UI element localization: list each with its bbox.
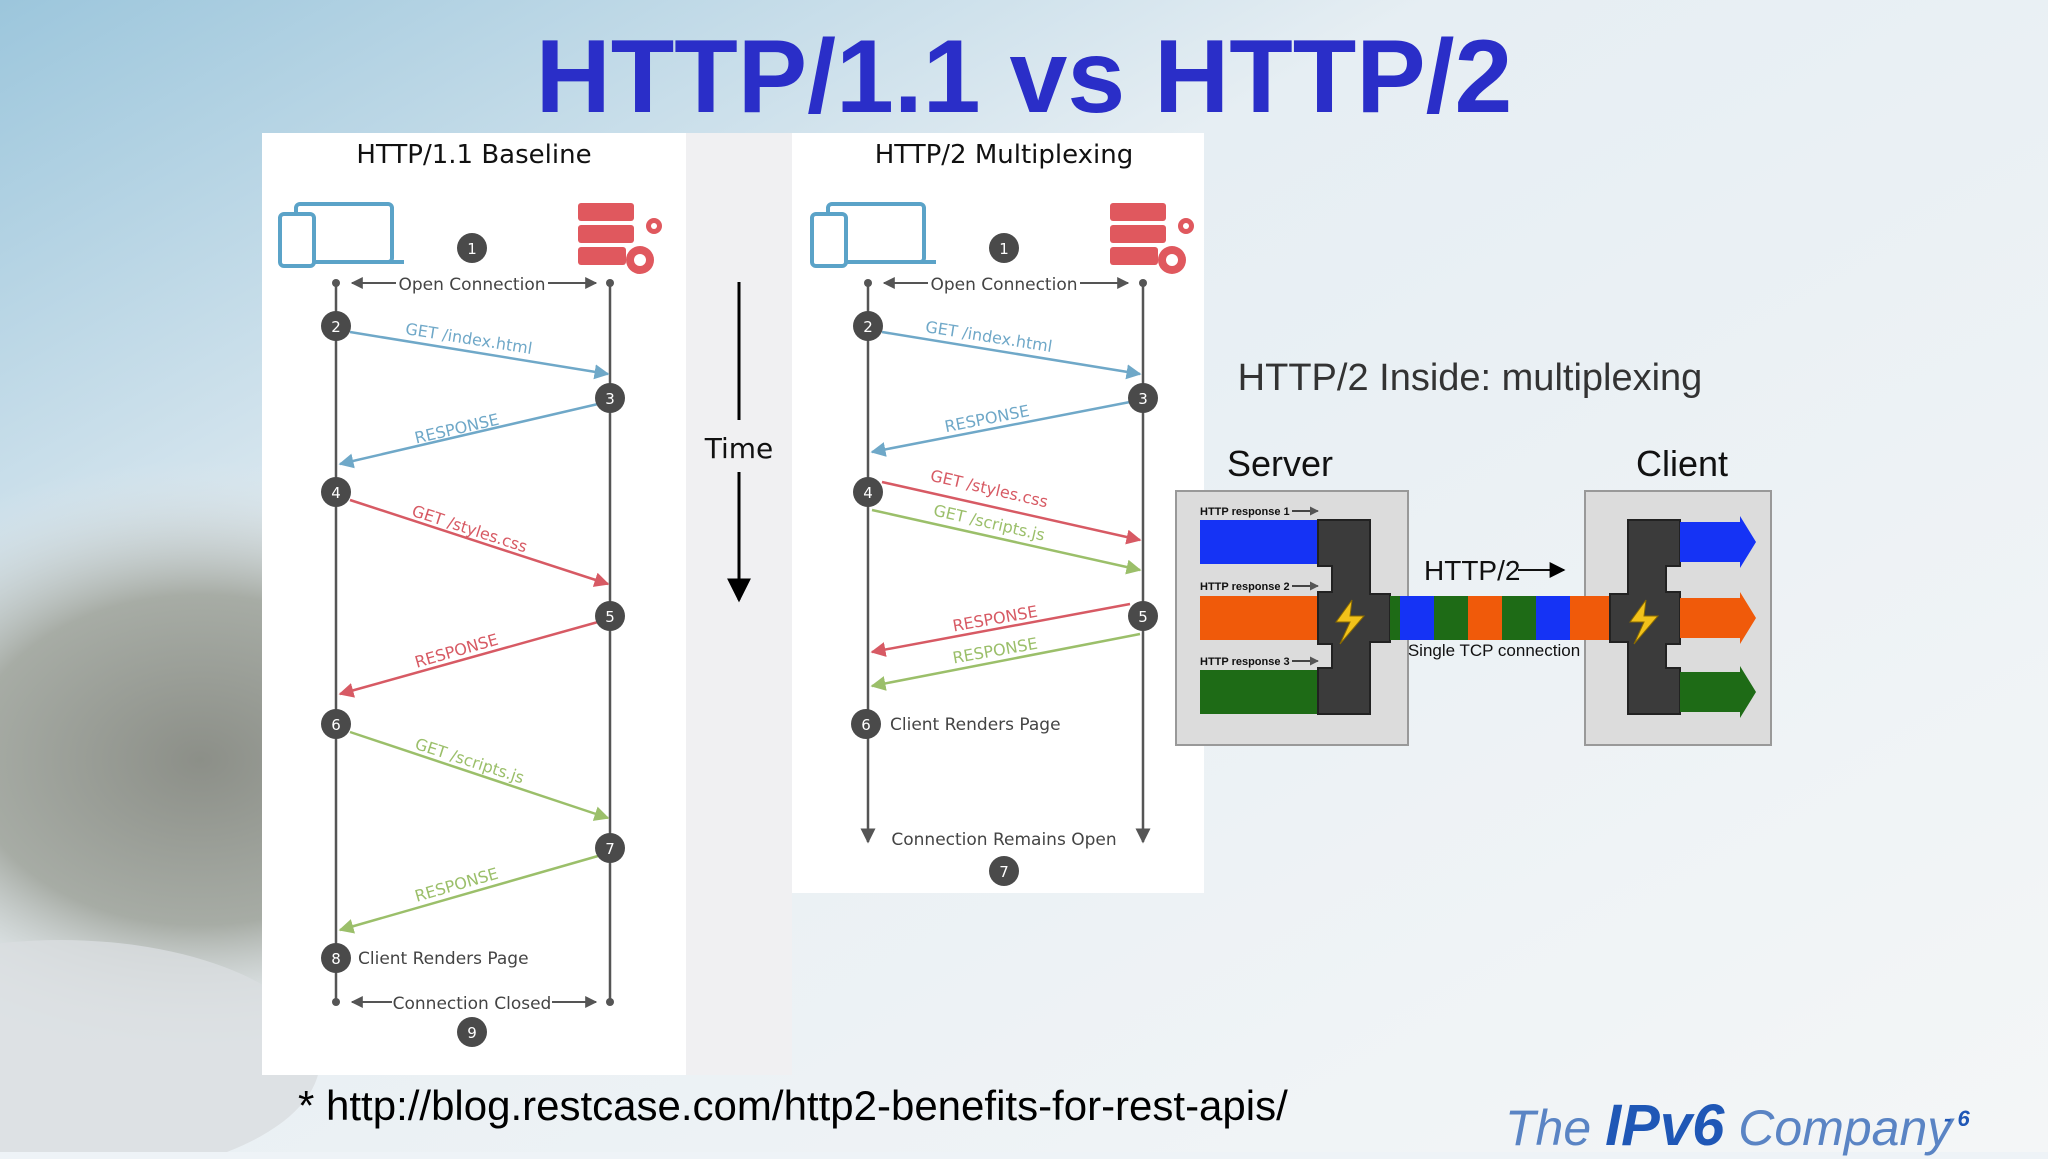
source-link[interactable]: * http://blog.restcase.com/http2-benefit… — [298, 1082, 1288, 1129]
laptop-phone-icon — [810, 202, 936, 268]
multiplex-step-2: 2 — [863, 318, 873, 336]
company-logo: The IPv6 Company — [1505, 1093, 1953, 1158]
baseline-step-1: 1 — [467, 240, 477, 258]
multiplex-title: HTTP/2 Multiplexing — [874, 140, 1134, 170]
client-label: Client — [1636, 443, 1728, 484]
server-label: Server — [1227, 443, 1333, 484]
multiplex-open-label: Open Connection — [931, 275, 1078, 295]
baseline-arrow-6 — [338, 854, 599, 934]
baseline-open-label: Open Connection — [399, 275, 546, 295]
server-gear-icon — [1110, 203, 1194, 274]
server-gear-icon — [578, 203, 662, 274]
baseline-title: HTTP/1.1 Baseline — [356, 140, 592, 170]
slide-title: HTTP/1.1 vs HTTP/2 — [535, 19, 1513, 135]
multiplex-arrow-2 — [870, 400, 1131, 457]
multiplexing-title: HTTP/2 Inside: multiplexing — [1238, 357, 1703, 399]
baseline-step-9: 9 — [467, 1024, 477, 1042]
baseline-arrow-4 — [338, 620, 599, 698]
baseline-step-7: 7 — [605, 840, 615, 858]
multiplex-arrow-4 — [871, 508, 1142, 575]
baseline-arrow-1 — [349, 330, 610, 380]
connection-label: Single TCP connection — [1408, 641, 1580, 660]
tcp-pipe — [1390, 596, 1610, 640]
laptop-phone-icon — [278, 202, 404, 268]
baseline-step-8: 8 — [331, 950, 341, 968]
baseline-arrow-5 — [349, 730, 610, 821]
baseline-renders-label: Client Renders Page — [358, 949, 529, 969]
multiplex-step-7: 7 — [999, 863, 1009, 881]
response-label-2: HTTP response 2 — [1200, 581, 1290, 593]
multiplex-step-4: 4 — [863, 484, 873, 502]
multiplex-step-3: 3 — [1138, 390, 1148, 408]
baseline-closed-label: Connection Closed — [393, 994, 552, 1014]
page-number: - 6 — [1944, 1106, 1970, 1131]
baseline-step-4: 4 — [331, 484, 341, 502]
baseline-step-3: 3 — [605, 390, 615, 408]
multiplex-remains-open-label: Connection Remains Open — [891, 830, 1116, 850]
baseline-step-6: 6 — [331, 716, 341, 734]
baseline-step-5: 5 — [605, 608, 615, 626]
multiplex-arrow-3 — [881, 480, 1142, 545]
baseline-arrow-2 — [338, 402, 599, 469]
lightning-icon — [1629, 599, 1660, 645]
baseline-arrow-3 — [349, 498, 610, 587]
response-label-3: HTTP response 3 — [1200, 656, 1290, 668]
multiplex-arrow-5 — [870, 602, 1131, 657]
multiplex-arrow-1 — [881, 330, 1142, 380]
multiplex-renders-label: Client Renders Page — [890, 715, 1061, 735]
multiplex-step-6: 6 — [861, 716, 871, 734]
multiplex-arrow-6 — [870, 632, 1141, 691]
multiplex-step-1: 1 — [999, 240, 1009, 258]
baseline-step-2: 2 — [331, 318, 341, 336]
lightning-icon — [1335, 599, 1366, 645]
time-label: Time — [704, 432, 774, 465]
multiplex-step-5: 5 — [1138, 608, 1148, 626]
response-label-1: HTTP response 1 — [1200, 506, 1290, 518]
protocol-label: HTTP/2 — [1424, 555, 1520, 586]
